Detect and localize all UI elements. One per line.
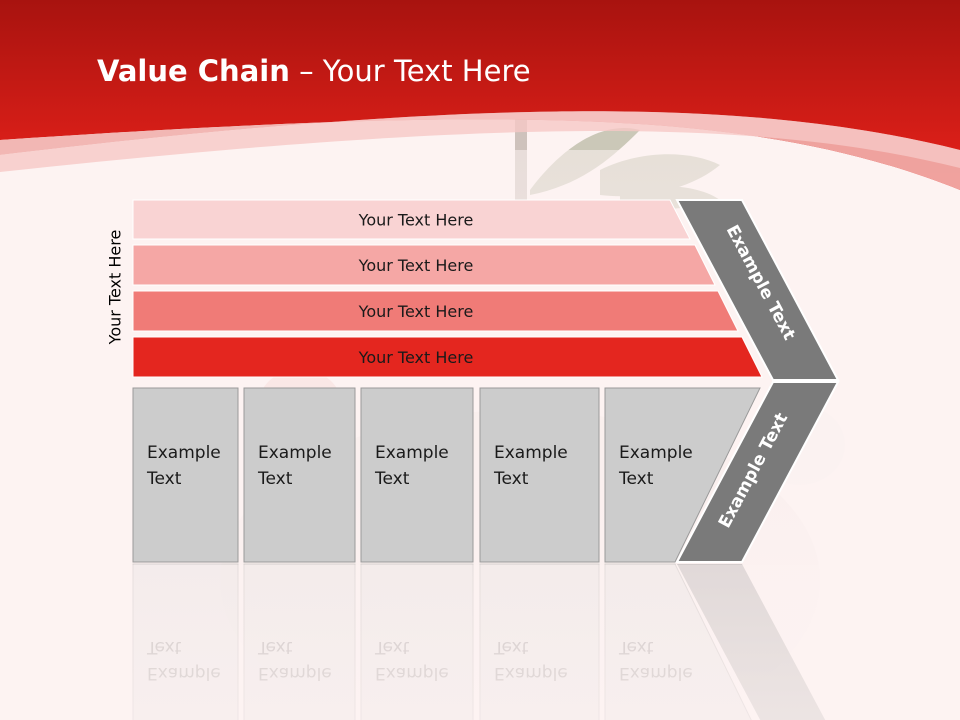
reflection-fade	[120, 565, 850, 720]
chevron-upper	[675, 199, 840, 381]
box-1-line1: Example	[147, 443, 221, 463]
title-rest: – Your Text Here	[289, 54, 531, 88]
box-5-line1: Example	[619, 443, 693, 463]
band-2	[132, 244, 716, 286]
box-2	[243, 387, 356, 563]
box-4-line1: Example	[494, 443, 568, 463]
band-label-1: Your Text Here	[358, 211, 474, 230]
page-title: Value Chain – Your Text Here	[97, 54, 531, 88]
chevron-lower	[675, 381, 840, 563]
box-3	[360, 387, 474, 563]
header-wave-light	[0, 111, 960, 172]
header-band	[0, 0, 960, 190]
box-2-line2: Text	[257, 469, 293, 489]
box-3-line2: Text	[374, 469, 410, 489]
band-label-2: Your Text Here	[358, 256, 474, 275]
box-4	[479, 387, 600, 563]
band-4	[132, 336, 763, 378]
box-1-line2: Text	[146, 469, 182, 489]
box-2-line1: Example	[258, 443, 332, 463]
box-5	[604, 387, 761, 563]
title-bold: Value Chain	[97, 54, 290, 88]
band-1	[132, 199, 691, 240]
box-3-line1: Example	[375, 443, 449, 463]
band-label-3: Your Text Here	[358, 302, 474, 321]
band-label-4: Your Text Here	[358, 348, 474, 367]
band-3	[132, 290, 739, 332]
box-4-line2: Text	[493, 469, 529, 489]
box-5-line2: Text	[618, 469, 654, 489]
box-1	[132, 387, 239, 563]
side-label: Your Text Here	[105, 229, 125, 345]
